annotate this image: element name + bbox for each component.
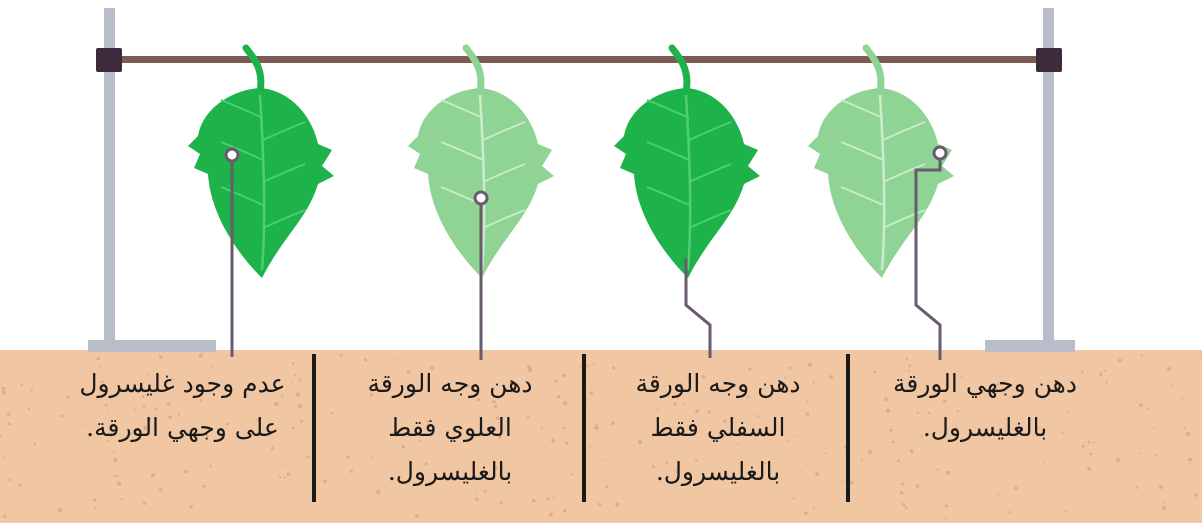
label-1-line-2: على وجهي الورقة. <box>86 413 279 442</box>
label-both-sides-glycerol: دهن وجهي الورقة بالغليسرول. <box>860 362 1110 512</box>
label-4-line-1: دهن وجهي الورقة <box>892 369 1078 398</box>
leaf-no-glycerol <box>188 44 334 278</box>
soil-ground <box>0 350 1202 523</box>
leaf-lower-side-glycerol <box>614 44 760 278</box>
label-2-line-1: دهن وجه الورقة <box>367 369 533 398</box>
label-lower-side-glycerol: دهن وجه الورقة السفلي فقط بالغليسرول. <box>598 362 838 512</box>
label-upper-side-glycerol: دهن وجه الورقة العلوي فقط بالغليسرول. <box>330 362 570 512</box>
label-3-line-1: دهن وجه الورقة <box>635 369 801 398</box>
right-stand-base <box>985 340 1075 352</box>
label-3-line-3: بالغليسرول. <box>655 457 781 486</box>
label-4-line-2: بالغليسرول. <box>922 413 1048 442</box>
label-3-line-2: السفلي فقط <box>650 413 786 442</box>
label-2-line-2: العلوي فقط <box>388 413 512 442</box>
horizontal-rod <box>110 56 1048 63</box>
left-stand-base <box>88 340 216 352</box>
soil-texture <box>0 353 1202 520</box>
leaf-both-sides-glycerol <box>808 44 954 278</box>
label-2-line-3: بالغليسرول. <box>387 457 513 486</box>
divider-3 <box>846 354 850 502</box>
pointer-2 <box>473 190 489 360</box>
right-clamp <box>1036 48 1062 72</box>
right-stand-pole <box>1043 8 1054 342</box>
label-1-line-1: عدم وجود غليسرول <box>79 369 286 398</box>
divider-1 <box>312 354 316 502</box>
left-stand-pole <box>104 8 115 342</box>
label-no-glycerol: عدم وجود غليسرول على وجهي الورقة. <box>60 362 305 512</box>
pointer-3 <box>684 258 712 358</box>
leaf-upper-side-glycerol <box>408 44 554 278</box>
pointer-4 <box>914 145 948 360</box>
pointer-1 <box>224 147 240 357</box>
divider-2 <box>582 354 586 502</box>
left-clamp <box>96 48 122 72</box>
